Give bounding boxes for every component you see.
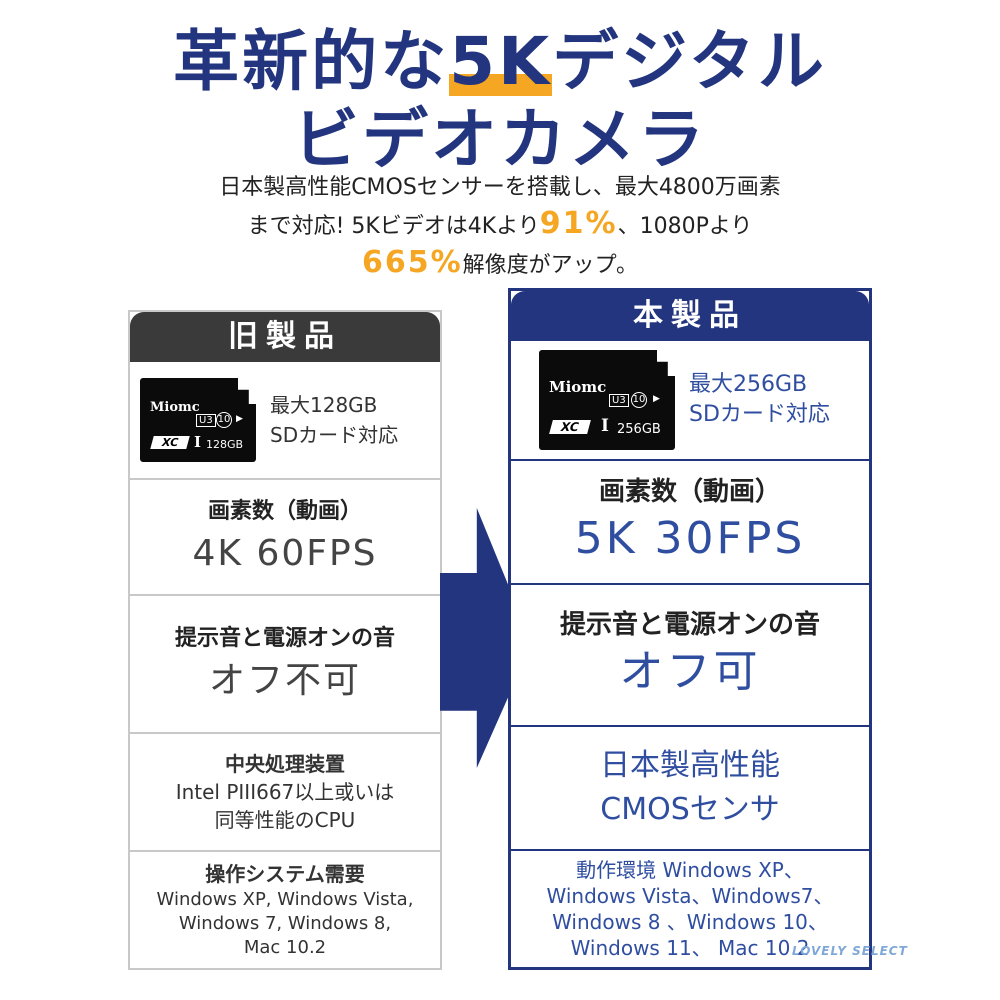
- old-os-line2: Windows 7, Windows 8,: [178, 913, 392, 934]
- sd-uhs-mark: I: [601, 416, 609, 436]
- new-sd-card-image: Miomc U3 10 ▶ XC I 256GB: [539, 350, 675, 450]
- new-pixel-value: 5K 30FPS: [574, 513, 806, 564]
- title-highlight-5k: 5K: [449, 23, 553, 100]
- sd-class10-badge: 10: [216, 412, 232, 428]
- new-pixel-cell: 画素数（動画） 5K 30FPS: [511, 461, 869, 585]
- sd-notch: [238, 378, 256, 404]
- main-title-line1: 革新的な5Kデジタル: [0, 22, 1000, 102]
- intro-line3: 665%解像度がアップ。: [0, 245, 1000, 284]
- intro-line2-pre: まで対応! 5Kビデオは4Kより: [247, 214, 540, 239]
- new-sensor-line1: 日本製高性能: [600, 748, 780, 783]
- old-card-text: 最大128GB SDカード対応: [270, 390, 398, 450]
- intro-line2: まで対応! 5Kビデオは4Kより91%、1080Pより: [0, 206, 1000, 245]
- sd-xc-badge: XC: [150, 436, 190, 449]
- new-sound-label: 提示音と電源オンの音: [559, 610, 820, 640]
- sd-uhs-mark: I: [194, 433, 202, 451]
- new-card-text: 最大256GB SDカード対応: [689, 370, 830, 430]
- new-os-line2: Windows Vista、Windows7、: [546, 884, 834, 908]
- old-sound-cell: 提示音と電源オンの音 オフ不可: [130, 596, 440, 734]
- new-card-row: Miomc U3 10 ▶ XC I 256GB 最大256GB SDカード対応: [511, 341, 869, 461]
- sd-u3-badge: U3: [609, 394, 629, 407]
- new-sensor-line2: CMOSセンサ: [600, 792, 780, 827]
- old-cpu-cell: 中央処理装置 Intel PIII667以上或いは 同等性能のCPU: [130, 734, 440, 852]
- new-card-max: 最大256GB: [689, 372, 808, 397]
- sd-capacity: 128GB: [206, 438, 244, 451]
- sd-brand: Miomc: [150, 400, 200, 415]
- old-sound-value: オフ不可: [208, 660, 361, 701]
- sd-play-icon: ▶: [653, 394, 660, 404]
- main-title-line2: ビデオカメラ: [293, 101, 707, 178]
- intro-line3-post: 解像度がアップ。: [462, 253, 639, 278]
- new-os-line1: 動作環境 Windows XP、: [576, 858, 804, 882]
- intro-line2-post: 、1080Pより: [617, 214, 753, 239]
- old-os-cell: 操作システム需要 Windows XP, Windows Vista, Wind…: [130, 852, 440, 968]
- new-card-support: SDカード対応: [689, 402, 830, 427]
- old-card-max: 最大128GB: [270, 393, 378, 417]
- old-pixel-value: 4K 60FPS: [192, 533, 378, 574]
- old-card-row: Miomc U3 10 ▶ XC I 128GB 最大128GB SDカード対応: [130, 362, 440, 480]
- title-pre: 革新的な: [173, 23, 450, 100]
- sd-xc-badge: XC: [549, 420, 591, 434]
- old-product-header: 旧製品: [130, 312, 440, 362]
- old-cpu-line2: Intel PIII667以上或いは: [175, 780, 395, 804]
- sd-u3-badge: U3: [196, 414, 216, 427]
- sd-brand: Miomc: [549, 378, 607, 396]
- intro-pct-91: 91%: [539, 206, 618, 241]
- new-sound-value: オフ可: [619, 646, 761, 697]
- old-os-label: 操作システム需要: [205, 862, 365, 886]
- intro-line1: 日本製高性能CMOSセンサーを搭載し、最大4800万画素: [219, 175, 781, 200]
- new-os-line3: Windows 8 、Windows 10、: [552, 910, 828, 934]
- new-os-cell: 動作環境 Windows XP、 Windows Vista、Windows7、…: [511, 851, 869, 967]
- old-os-line1: Windows XP, Windows Vista,: [156, 889, 414, 910]
- brand-logo: LOVELY SELECT: [792, 944, 908, 958]
- new-product-header: 本製品: [511, 291, 869, 341]
- sd-class10-badge: 10: [631, 392, 647, 408]
- old-sound-label: 提示音と電源オンの音: [174, 626, 395, 651]
- old-cpu-label: 中央処理装置: [225, 752, 345, 776]
- old-card-support: SDカード対応: [270, 423, 399, 447]
- new-pixel-label: 画素数（動画）: [598, 477, 781, 507]
- old-pixel-cell: 画素数（動画） 4K 60FPS: [130, 480, 440, 596]
- sd-notch: [657, 350, 675, 376]
- new-sound-cell: 提示音と電源オンの音 オフ可: [511, 585, 869, 727]
- intro-text: 日本製高性能CMOSセンサーを搭載し、最大4800万画素 まで対応! 5Kビデオ…: [0, 170, 1000, 284]
- new-sensor-cell: 日本製高性能 CMOSセンサ: [511, 727, 869, 851]
- new-os-line4: Windows 11、 Mac 10.2: [570, 936, 810, 960]
- title-post: デジタル: [552, 23, 827, 100]
- new-product-panel: 本製品 Miomc U3 10 ▶ XC I 256GB 最大256GB SDカ…: [508, 288, 872, 970]
- sd-capacity: 256GB: [617, 422, 661, 437]
- old-os-line3: Mac 10.2: [243, 937, 327, 958]
- old-cpu-line3: 同等性能のCPU: [214, 808, 356, 832]
- intro-pct-665: 665%: [361, 245, 463, 280]
- old-sd-card-image: Miomc U3 10 ▶ XC I 128GB: [140, 378, 256, 462]
- sd-play-icon: ▶: [236, 414, 243, 424]
- old-pixel-label: 画素数（動画）: [207, 499, 362, 524]
- old-product-panel: 旧製品 Miomc U3 10 ▶ XC I 128GB 最大128GB SDカ…: [128, 310, 442, 970]
